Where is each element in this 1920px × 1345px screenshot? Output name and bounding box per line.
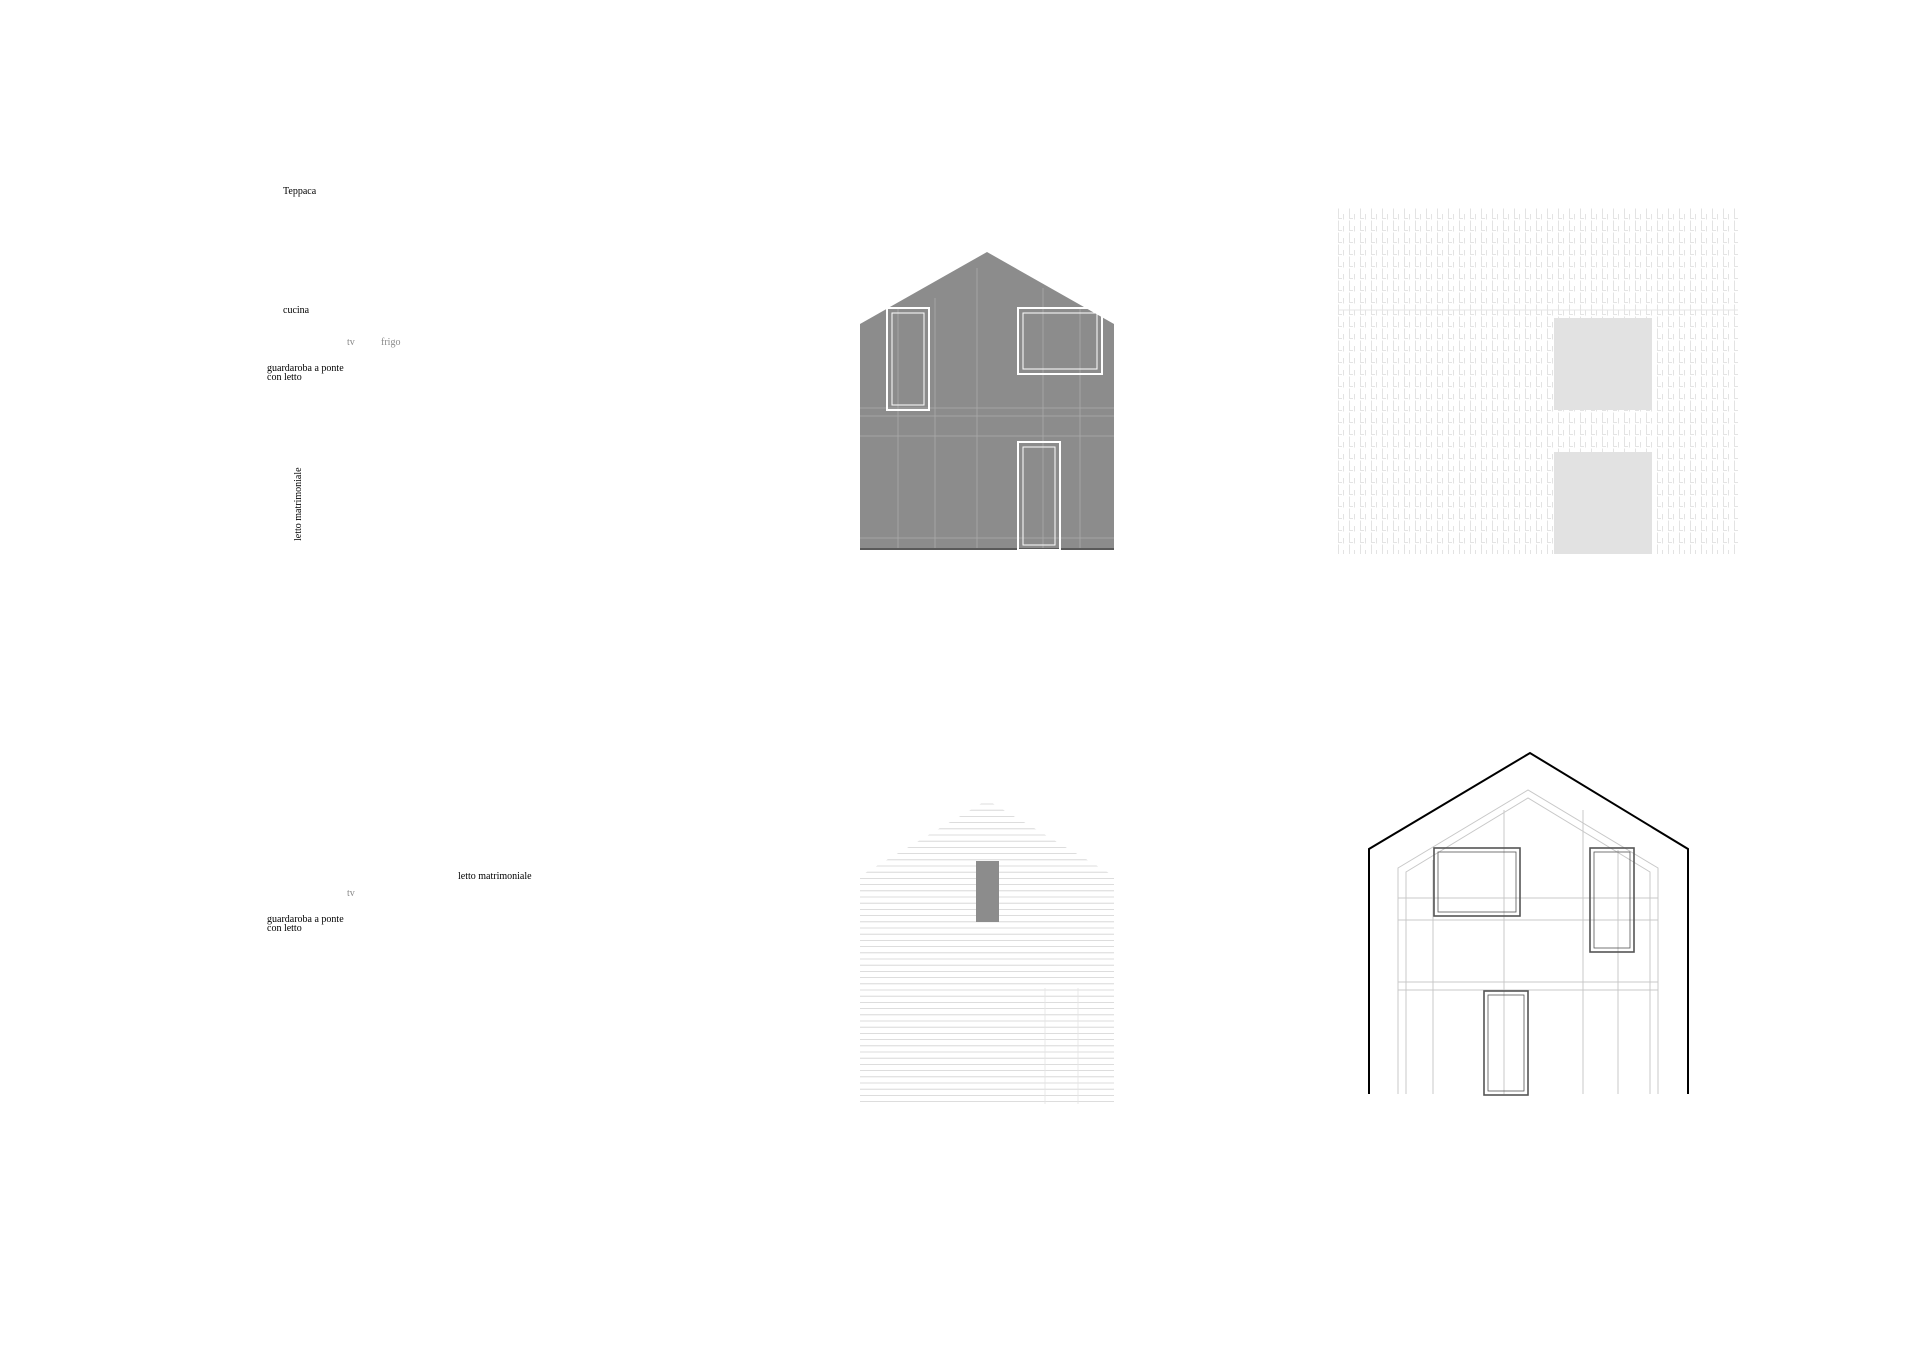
elevation-shingle-wall <box>1338 208 1738 554</box>
door-lower <box>1017 441 1061 551</box>
room-label-kitchen: cucina <box>283 305 310 316</box>
window-frame-upper-right <box>1589 847 1635 953</box>
window-frame-upper-left <box>1433 847 1521 917</box>
furniture-label-tv: tv <box>347 337 355 348</box>
narrow-window <box>976 861 999 922</box>
siding-boards <box>860 803 1114 1103</box>
shingle-texture <box>1338 208 1738 554</box>
furniture-label-double-bed: letto matrimoniale <box>458 871 532 882</box>
window-upper-right <box>1017 307 1103 375</box>
facade-windows <box>886 307 1103 551</box>
opening-upper <box>1554 318 1652 410</box>
room-label-terrace: Teppaca <box>283 186 317 197</box>
facade-panel-joints <box>860 268 1114 550</box>
outer-frame <box>1368 751 1689 1094</box>
elevation-siding-facade <box>860 803 1114 1104</box>
furniture-label-wardrobe-line1: guardaroba a ponte <box>267 363 344 374</box>
furniture-label-wardrobe-lower-line1: guardaroba a ponte <box>267 914 344 925</box>
furniture-label-tv-lower: tv <box>347 888 355 899</box>
frame-windows <box>1433 847 1635 1096</box>
window-upper-left <box>886 307 930 411</box>
furniture-label-fridge: frigo <box>381 337 401 348</box>
inner-structure-lines <box>1397 789 1659 1094</box>
elevation-grey-facade <box>860 252 1114 551</box>
door-frame-lower <box>1483 990 1529 1096</box>
elevation-frame-outline <box>1368 751 1689 1096</box>
furniture-label-wardrobe-lower-line2: con letto <box>267 923 302 934</box>
opening-lower <box>1554 452 1652 554</box>
furniture-label-wardrobe-line2: con letto <box>267 372 302 383</box>
furniture-label-double-bed-vertical: letto matrimoniale <box>293 467 304 541</box>
